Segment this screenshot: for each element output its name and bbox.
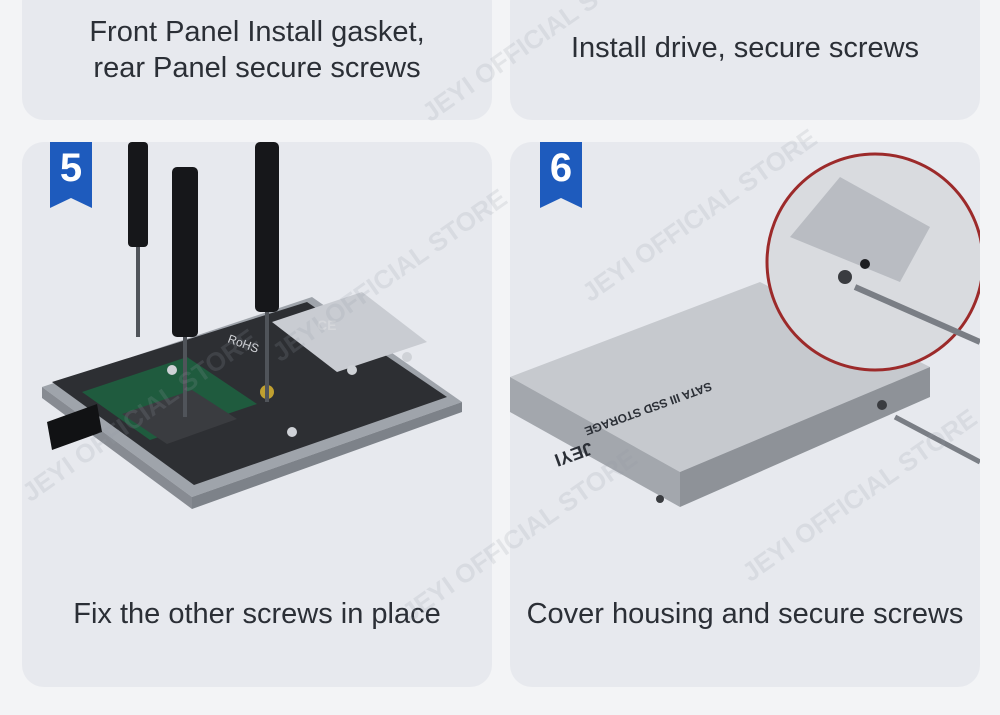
screwdriver-3: [255, 142, 279, 402]
m2-chip: [122, 390, 237, 444]
caption-line-2: rear Panel secure screws: [93, 52, 421, 84]
step-5-card: RoHS CE 5 Fix the other screws in place: [22, 142, 492, 687]
step-6-caption: Cover housing and secure screws: [526, 598, 964, 630]
screw: [347, 365, 357, 375]
zoom-screwdriver: [853, 284, 980, 345]
ce-mark: CE: [317, 317, 336, 333]
caption-install-drive: Install drive, secure screws: [570, 32, 920, 64]
screw: [402, 352, 412, 362]
screw: [167, 365, 177, 375]
step-number-badge: 6: [540, 142, 582, 208]
caption-front-panel: Front Panel Install gasket, rear Panel s…: [22, 14, 492, 86]
step-5-illustration: RoHS CE: [42, 142, 462, 509]
screw: [877, 400, 887, 410]
step-6-illustration: JEYI SATA III SSD STORAGE: [510, 152, 980, 507]
screw-hole: [656, 495, 664, 503]
instruction-card-front-panel: Front Panel Install gasket, rear Panel s…: [22, 0, 492, 120]
drive-side: [680, 367, 930, 507]
screw: [287, 427, 297, 437]
tray-window: [272, 292, 427, 372]
zoom-screw: [838, 270, 852, 284]
screwdriver-1: [128, 142, 148, 337]
instruction-card-install-drive: Install drive, secure screws: [510, 0, 980, 120]
caption-line-1: Front Panel Install gasket,: [89, 16, 425, 48]
screwdriver-shaft: [893, 414, 980, 465]
sata-connector: [47, 404, 102, 450]
step-number-badge: 5: [50, 142, 92, 208]
screwdriver-2: [172, 167, 198, 417]
step-5-caption: Fix the other screws in place: [73, 598, 441, 630]
step-6-card: JEYI SATA III SSD STORAGE 6 Cover housin…: [510, 142, 980, 687]
